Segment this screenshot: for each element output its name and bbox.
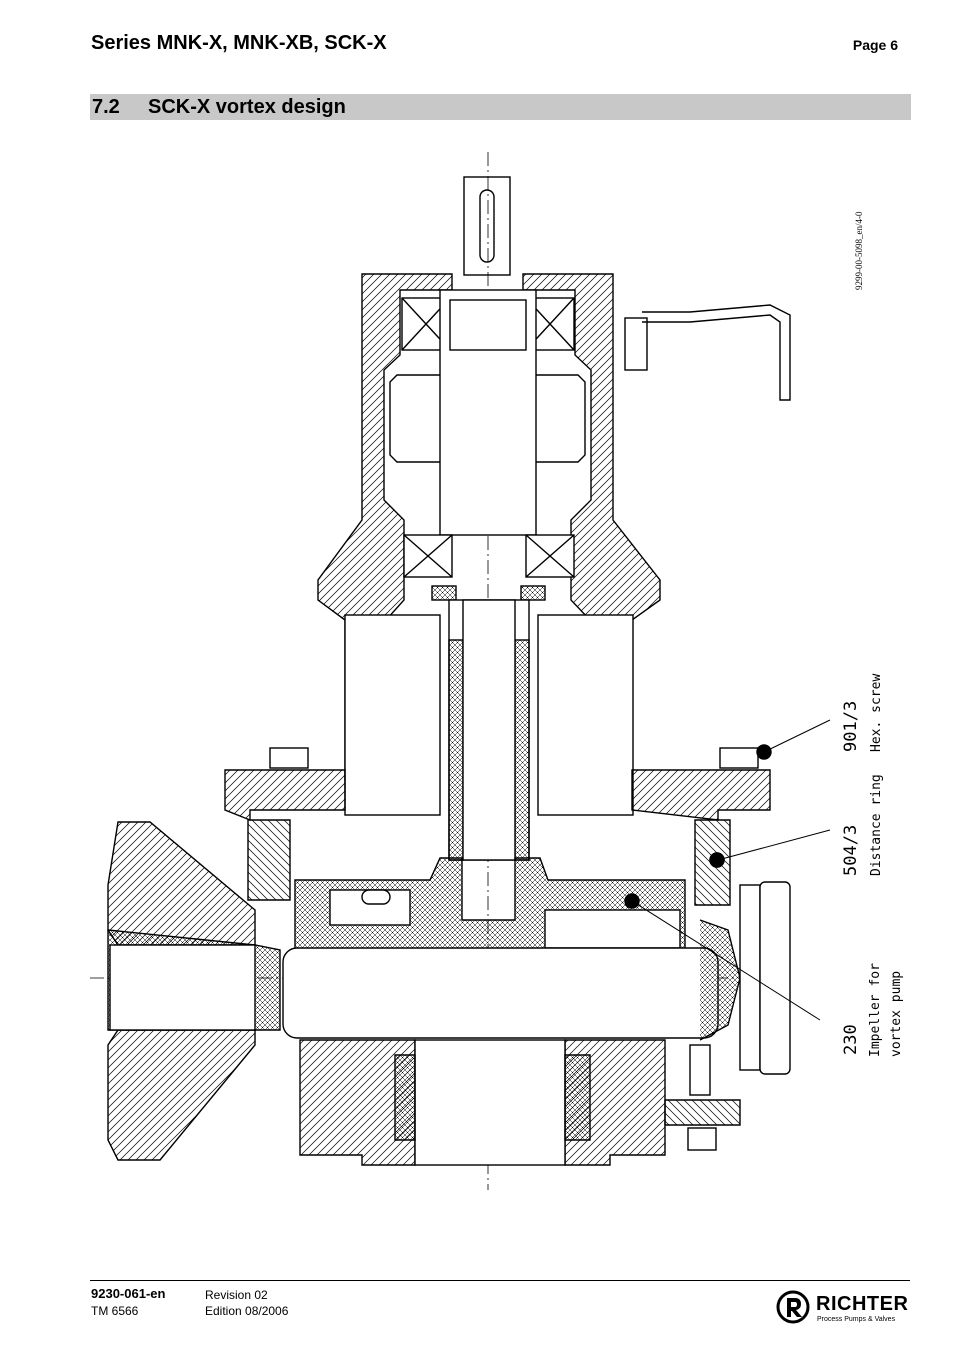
callout-part-number: 901/3 bbox=[841, 701, 861, 752]
section-number: 7.2 bbox=[92, 96, 120, 118]
richter-logo-icon bbox=[776, 1290, 810, 1324]
callout-part-name: Hex. screw bbox=[869, 674, 884, 752]
page-number: Page 6 bbox=[852, 37, 898, 53]
callout-part-name-line1: Impeller for bbox=[868, 963, 883, 1057]
callout-230: 230 Impeller for vortex pump bbox=[841, 955, 904, 1057]
callout-part-name: Distance ring bbox=[869, 774, 884, 876]
callout-504-3: 504/3 Distance ring bbox=[841, 774, 884, 876]
footer-rule bbox=[90, 1280, 910, 1281]
drawing-geometry bbox=[90, 152, 831, 1190]
section-heading: 7.2 SCK-X vortex design bbox=[90, 94, 911, 120]
revision: Revision 02 bbox=[205, 1288, 268, 1302]
leader-dot-504-3 bbox=[709, 852, 725, 868]
callout-part-name-line2: vortex pump bbox=[889, 971, 904, 1057]
callout-part-number: 504/3 bbox=[841, 825, 861, 876]
drawing-number: 9299-00-5098_en/4-0 bbox=[854, 211, 864, 290]
section-title: SCK-X vortex design bbox=[148, 96, 346, 118]
logo-name: RICHTER bbox=[816, 1293, 909, 1315]
leader-dot-230 bbox=[624, 893, 640, 909]
document-title: Series MNK-X, MNK-XB, SCK-X bbox=[91, 32, 387, 54]
richter-logo: RICHTER Process Pumps & Valves bbox=[776, 1290, 916, 1330]
callout-part-number: 230 bbox=[841, 1024, 861, 1055]
document-number: 9230-061-en bbox=[91, 1286, 166, 1301]
leader-dot-901-3 bbox=[756, 744, 772, 760]
callout-part-name: Impeller for vortex pump bbox=[868, 955, 904, 1057]
logo-tagline: Process Pumps & Valves bbox=[817, 1316, 896, 1323]
leader-lines bbox=[631, 719, 831, 1021]
tm-number: TM 6566 bbox=[91, 1304, 139, 1318]
callout-901-3: 901/3 Hex. screw bbox=[841, 674, 884, 752]
edition: Edition 08/2006 bbox=[205, 1304, 289, 1318]
